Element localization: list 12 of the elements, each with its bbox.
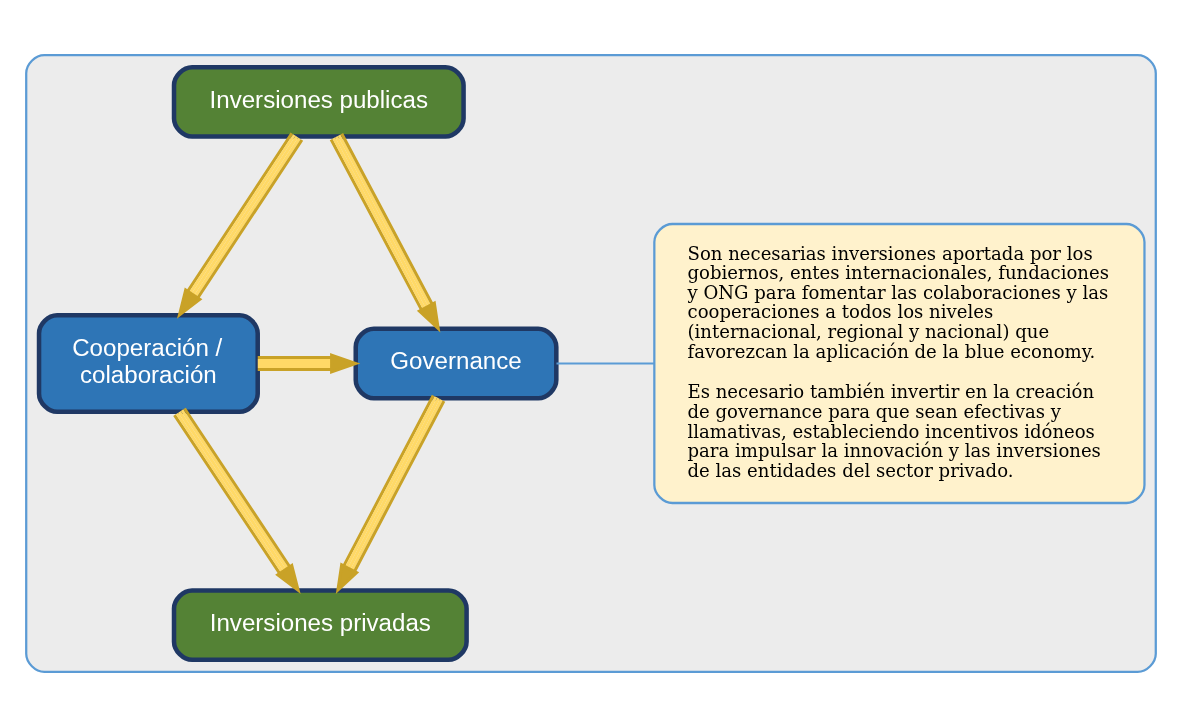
arrow [176, 132, 304, 319]
arrow [335, 394, 446, 594]
node-box: Inversiones publicas [171, 64, 466, 139]
arrow [257, 352, 361, 374]
node-box: Son necesarias inversiones aportada por los gobiernos, entes internacionales, fundaciones y ONG para fomentar las colaboraciones y las cooperaciones a todos los niveles (internacional, regional y nacional) que favorezcan la aplicación de la blue economy. Es necesario también invertir en la creación de governance para que sean efectivas y llamativas, estableciendo incentivos idóneos para impulsar la innovación y las inversiones de las entidades del sector privado. [653, 222, 1146, 504]
arrow [329, 132, 441, 332]
node-box: Governance [353, 326, 559, 400]
arrow [173, 407, 301, 594]
connector [555, 362, 656, 364]
node-box: Inversiones privadas [171, 587, 469, 662]
node-box: Cooperación / colaboración [36, 312, 260, 414]
cluster [25, 53, 1157, 673]
